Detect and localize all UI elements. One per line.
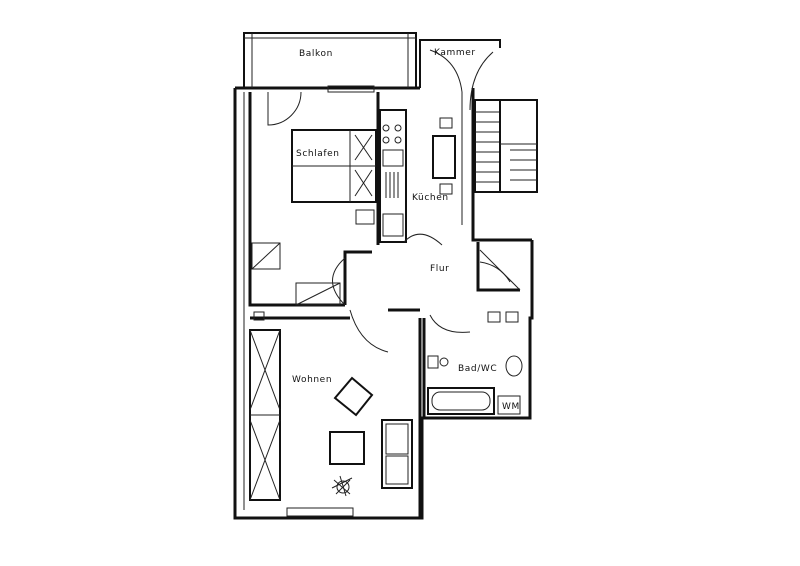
- label-kammer: Kammer: [434, 48, 476, 58]
- staircase: [474, 99, 538, 193]
- label-balkon: Balkon: [299, 49, 333, 59]
- label-wohnen: Wohnen: [292, 375, 332, 385]
- bathroom-bad: [422, 311, 523, 418]
- label-wm: WM: [502, 402, 520, 412]
- label-flur: Flur: [430, 264, 449, 274]
- label-kuechen: Küchen: [412, 193, 449, 203]
- label-bad: Bad/WC: [458, 364, 497, 374]
- bedroom-schlafen: [248, 85, 380, 307]
- livingroom-wohnen: [249, 311, 422, 518]
- storage-kammer: [419, 39, 501, 225]
- hallway-flur: [332, 242, 521, 353]
- kitchen-kuechen: [379, 109, 456, 246]
- balcony-area: [243, 32, 417, 89]
- label-schlafen: Schlafen: [296, 149, 340, 159]
